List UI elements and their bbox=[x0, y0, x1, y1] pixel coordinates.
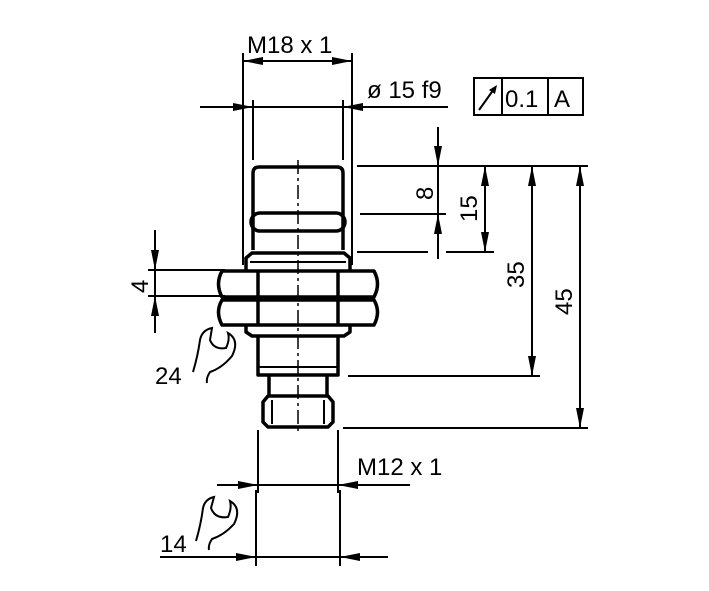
wrench-14-label: 14 bbox=[160, 531, 187, 558]
tolerance-value: 0.1 bbox=[505, 86, 538, 113]
connector-nut bbox=[261, 394, 335, 429]
wrench-24-label: 24 bbox=[155, 363, 182, 390]
dimension-m18: M18 x 1 bbox=[242, 32, 353, 265]
diameter-label: ø 15 f9 bbox=[367, 77, 442, 104]
thread-main-label: M18 x 1 bbox=[247, 32, 332, 59]
nut-thickness-label: 4 bbox=[127, 280, 154, 293]
dimension-diameter: ø 15 f9 bbox=[200, 77, 448, 160]
hex-nut-lower bbox=[216, 298, 380, 327]
dimension-nut-thickness: 4 bbox=[127, 230, 225, 333]
wrench-icon bbox=[195, 495, 239, 551]
datum-label: A bbox=[554, 86, 570, 113]
length-8-label: 8 bbox=[412, 187, 439, 200]
wrench-icon bbox=[192, 326, 237, 384]
dimension-15: 15 bbox=[456, 166, 489, 252]
dimension-45: 45 bbox=[551, 166, 584, 428]
length-35-label: 35 bbox=[503, 261, 530, 288]
hex-nut-upper bbox=[216, 269, 380, 299]
dimension-8: 8 bbox=[412, 127, 442, 259]
dimension-m12: M12 x 1 bbox=[217, 430, 442, 493]
thread-connector-label: M12 x 1 bbox=[357, 454, 442, 481]
dimension-35: 35 bbox=[503, 166, 536, 376]
dimension-wrench-14: 14 bbox=[160, 490, 388, 566]
tolerance-frame: 0.1 A bbox=[473, 77, 584, 116]
length-45-label: 45 bbox=[551, 288, 578, 315]
extension-lines bbox=[343, 165, 588, 429]
runout-arrow-icon bbox=[478, 85, 497, 111]
sensor-body bbox=[216, 165, 380, 429]
length-15-label: 15 bbox=[456, 195, 483, 222]
wrench-24: 24 bbox=[155, 326, 237, 390]
